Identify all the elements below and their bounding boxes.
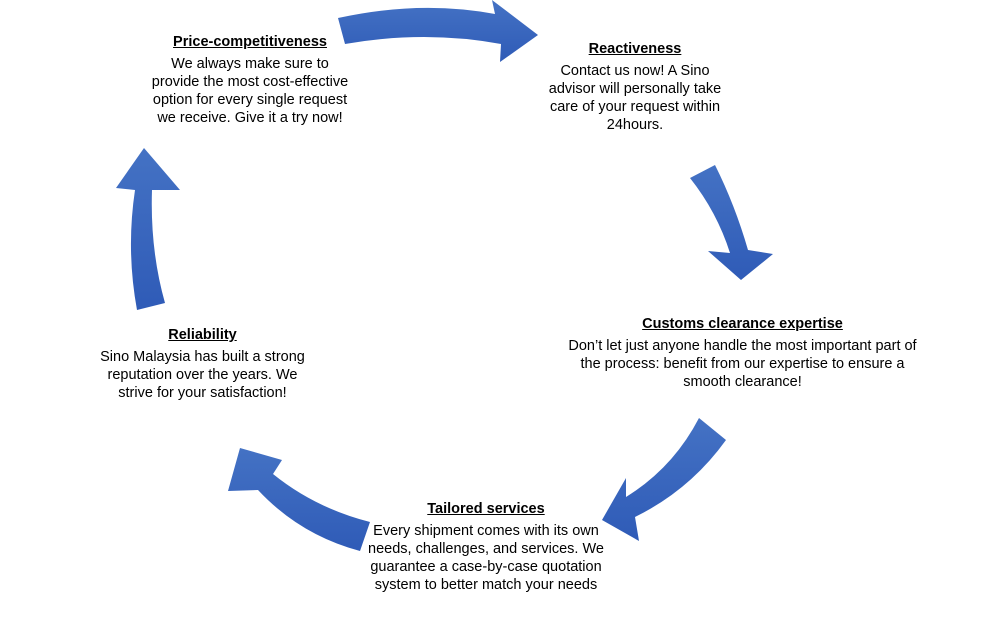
node-reliability: Reliability Sino Malaysia has built a st… <box>100 326 305 402</box>
node-title: Tailored services <box>427 501 545 517</box>
node-price-competitiveness: Price-competitiveness We always make sur… <box>150 33 350 127</box>
node-customs-clearance: Customs clearance expertise Don’t let ju… <box>565 315 920 391</box>
arrow-price-to-reactiveness <box>338 0 538 62</box>
node-title: Reactiveness <box>588 41 682 57</box>
node-title: Price-competitiveness <box>173 34 327 50</box>
node-title: Reliability <box>168 327 237 343</box>
node-tailored-services: Tailored services Every shipment comes w… <box>362 500 610 594</box>
arrow-reliability-to-price <box>116 148 180 310</box>
node-description: Every shipment comes with its own needs,… <box>368 523 604 593</box>
arrow-tailored-to-reliability <box>228 448 370 551</box>
arrow-customs-to-tailored <box>602 418 726 541</box>
node-reactiveness: Reactiveness Contact us now! A Sino advi… <box>540 40 730 134</box>
node-title: Customs clearance expertise <box>642 316 843 332</box>
node-description: We always make sure to provide the most … <box>151 56 349 126</box>
node-description: Contact us now! A Sino advisor will pers… <box>548 63 722 133</box>
node-description: Don’t let just anyone handle the most im… <box>568 338 917 390</box>
arrow-reactiveness-to-customs <box>690 165 773 280</box>
node-description: Sino Malaysia has built a strong reputat… <box>100 349 305 401</box>
